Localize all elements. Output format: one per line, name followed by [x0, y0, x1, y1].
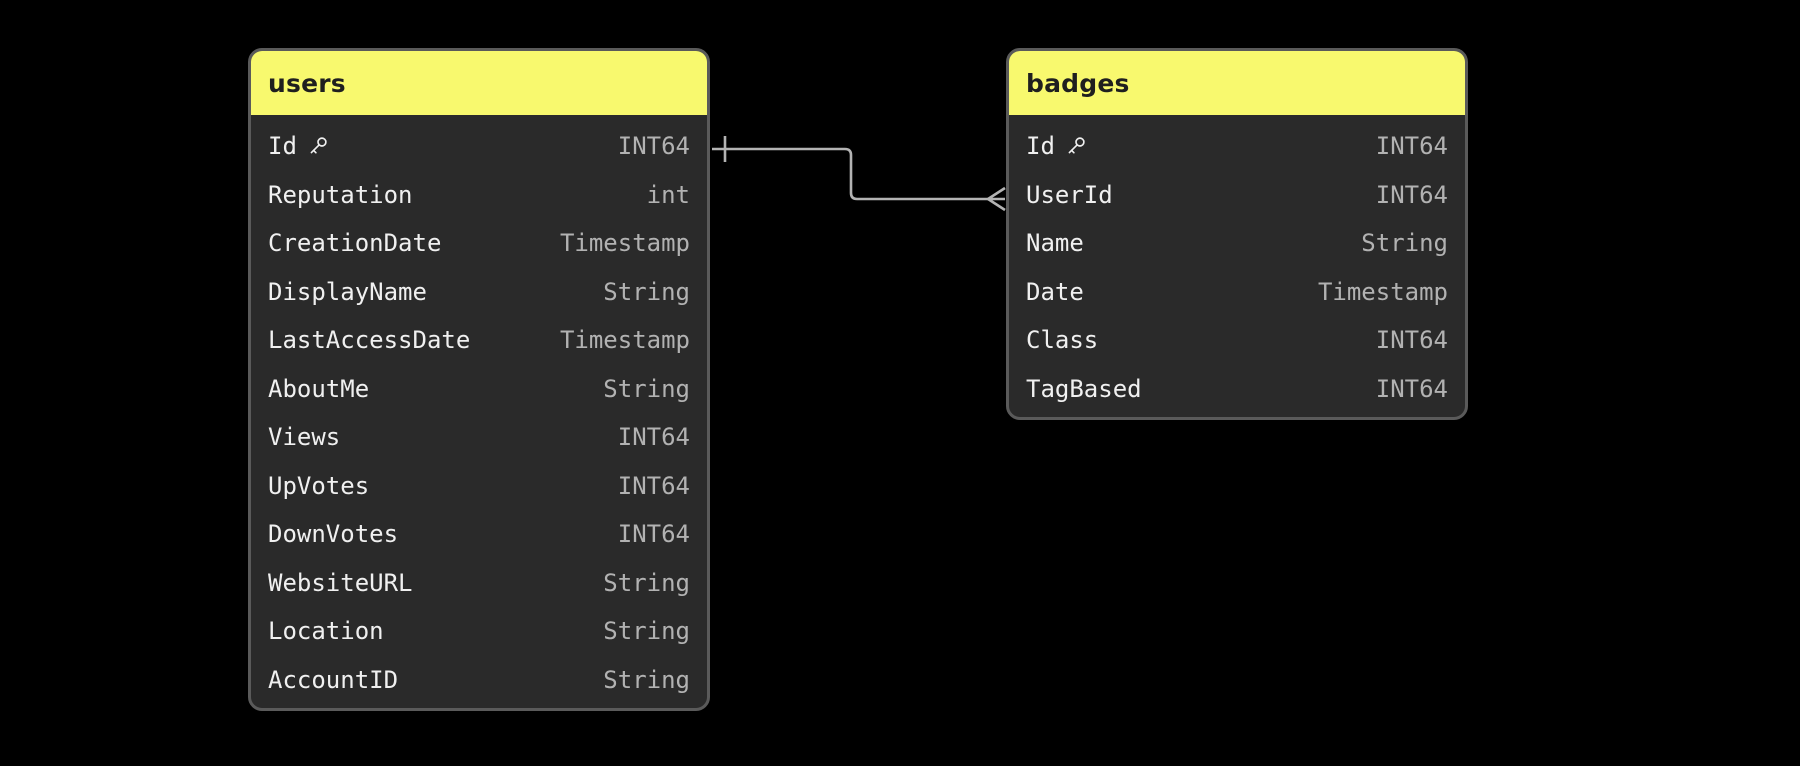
field-name-label: Reputation: [268, 180, 413, 209]
field-name-label: LastAccessDate: [268, 326, 471, 355]
field-row-badges-name[interactable]: Name String: [1009, 219, 1465, 268]
table-users-header[interactable]: users: [251, 51, 707, 115]
field-name-label: Id: [268, 132, 297, 161]
field-row-badges-tagbased[interactable]: TagBased INT64: [1009, 365, 1465, 414]
field-name-label: TagBased: [1026, 374, 1142, 403]
field-row-users-location[interactable]: Location String: [251, 607, 707, 656]
field-name: Reputation: [268, 183, 413, 207]
field-name: Views: [268, 425, 340, 449]
field-type-label: INT64: [1375, 180, 1448, 209]
field-name-label: CreationDate: [268, 229, 442, 258]
field-name-label: WebsiteURL: [268, 568, 413, 597]
primary-key-icon: [1065, 135, 1087, 157]
field-name: WebsiteURL: [268, 571, 413, 595]
field-row-users-reputation[interactable]: Reputation int: [251, 171, 707, 220]
field-type-label: Timestamp: [559, 326, 690, 355]
relationship-line[interactable]: [712, 147, 988, 201]
field-row-users-lastaccessdate[interactable]: LastAccessDate Timestamp: [251, 316, 707, 365]
field-name: UserId: [1026, 183, 1113, 207]
field-row-badges-date[interactable]: Date Timestamp: [1009, 268, 1465, 317]
field-row-users-aboutme[interactable]: AboutMe String: [251, 365, 707, 414]
field-name-label: AccountID: [268, 665, 399, 694]
field-name: Class: [1026, 328, 1098, 352]
field-type-label: String: [1361, 229, 1448, 258]
field-name-label: UpVotes: [268, 471, 370, 500]
field-name-label: Views: [268, 423, 341, 452]
field-name: Id: [1026, 134, 1087, 158]
field-name: Location: [268, 619, 384, 643]
field-name-label: UserId: [1026, 180, 1113, 209]
table-badges-title: badges: [1026, 68, 1130, 98]
field-type-label: Timestamp: [1317, 277, 1448, 306]
field-type-label: String: [603, 277, 690, 306]
field-row-users-upvotes[interactable]: UpVotes INT64: [251, 462, 707, 511]
table-users-title: users: [268, 68, 346, 98]
field-type-label: INT64: [1375, 132, 1448, 161]
field-name: AccountID: [268, 668, 398, 692]
field-name: Name: [1026, 231, 1084, 255]
field-type-label: INT64: [617, 471, 690, 500]
field-name-label: Id: [1026, 132, 1055, 161]
field-type-label: String: [603, 374, 690, 403]
field-name-label: Class: [1026, 326, 1099, 355]
field-type-label: Timestamp: [559, 229, 690, 258]
field-name: AboutMe: [268, 377, 369, 401]
field-type-label: int: [646, 180, 690, 209]
field-row-badges-userid[interactable]: UserId INT64: [1009, 171, 1465, 220]
field-row-users-id[interactable]: Id INT64: [251, 122, 707, 171]
field-row-users-accountid[interactable]: AccountID String: [251, 656, 707, 705]
field-row-badges-id[interactable]: Id INT64: [1009, 122, 1465, 171]
field-row-users-creationdate[interactable]: CreationDate Timestamp: [251, 219, 707, 268]
field-name: UpVotes: [268, 474, 369, 498]
field-name: DownVotes: [268, 522, 398, 546]
field-type-label: INT64: [1375, 326, 1448, 355]
field-row-users-downvotes[interactable]: DownVotes INT64: [251, 510, 707, 559]
field-type-label: String: [603, 568, 690, 597]
field-name: TagBased: [1026, 377, 1142, 401]
field-name: DisplayName: [268, 280, 427, 304]
field-row-users-websiteurl[interactable]: WebsiteURL String: [251, 559, 707, 608]
field-name-label: DownVotes: [268, 520, 399, 549]
field-type-label: INT64: [617, 423, 690, 452]
field-name-label: DisplayName: [268, 277, 427, 306]
primary-key-icon: [307, 135, 329, 157]
field-type-label: INT64: [617, 132, 690, 161]
field-type-label: String: [603, 617, 690, 646]
field-type-label: INT64: [617, 520, 690, 549]
field-name-label: Location: [268, 617, 384, 646]
table-badges-header[interactable]: badges: [1009, 51, 1465, 115]
cardinality-many-icon: [985, 186, 1006, 212]
field-name: LastAccessDate: [268, 328, 470, 352]
field-type-label: INT64: [1375, 374, 1448, 403]
field-name: Id: [268, 134, 329, 158]
field-name-label: Name: [1026, 229, 1084, 258]
field-row-users-displayname[interactable]: DisplayName String: [251, 268, 707, 317]
field-row-badges-class[interactable]: Class INT64: [1009, 316, 1465, 365]
field-type-label: String: [603, 665, 690, 694]
field-name-label: Date: [1026, 277, 1084, 306]
field-name-label: AboutMe: [268, 374, 370, 403]
field-row-users-views[interactable]: Views INT64: [251, 413, 707, 462]
field-name: CreationDate: [268, 231, 441, 255]
field-name: Date: [1026, 280, 1084, 304]
